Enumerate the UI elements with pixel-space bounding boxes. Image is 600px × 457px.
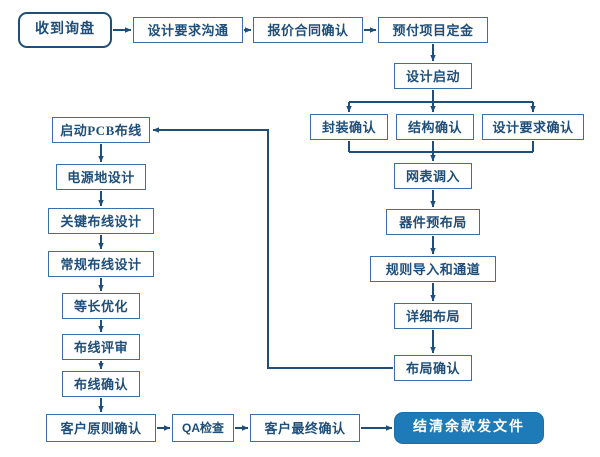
node-placement-confirmation[interactable]: 布局确认	[394, 355, 472, 381]
node-qa-check[interactable]: QA检查	[172, 414, 234, 442]
node-received-inquiry[interactable]: 收到询盘	[18, 12, 112, 48]
edge-n13-n14-feedback	[152, 127, 393, 369]
node-customer-principle-confirmation[interactable]: 客户原则确认	[46, 414, 156, 442]
node-netlist-import[interactable]: 网表调入	[394, 163, 472, 189]
node-package-confirmation[interactable]: 封装确认	[310, 114, 388, 140]
node-design-requirement-communication[interactable]: 设计要求沟通	[133, 17, 243, 43]
node-component-pre-placement[interactable]: 器件预布局	[386, 209, 480, 235]
node-power-ground-design[interactable]: 电源地设计	[56, 164, 146, 190]
node-customer-final-confirmation[interactable]: 客户最终确认	[250, 414, 360, 442]
node-start-pcb-routing[interactable]: 启动PCB布线	[52, 117, 150, 143]
node-prepay-project-deposit[interactable]: 预付项目定金	[378, 17, 488, 43]
node-detailed-placement[interactable]: 详细布局	[394, 303, 472, 329]
node-critical-routing-design[interactable]: 关键布线设计	[48, 208, 154, 234]
node-routing-review[interactable]: 布线评审	[62, 334, 140, 360]
node-general-routing-design[interactable]: 常规布线设计	[48, 251, 154, 277]
node-design-kickoff[interactable]: 设计启动	[394, 63, 472, 89]
node-structure-confirmation[interactable]: 结构确认	[396, 114, 474, 140]
node-rule-import-and-channel[interactable]: 规则导入和通道	[370, 256, 496, 282]
node-quotation-contract-confirmation[interactable]: 报价合同确认	[253, 17, 363, 43]
node-routing-confirmation[interactable]: 布线确认	[62, 371, 140, 397]
node-length-matching-optimization[interactable]: 等长优化	[62, 293, 140, 319]
node-design-requirement-confirmation[interactable]: 设计要求确认	[482, 114, 584, 140]
node-settle-balance-deliver-files[interactable]: 结清余款发文件	[394, 412, 544, 444]
